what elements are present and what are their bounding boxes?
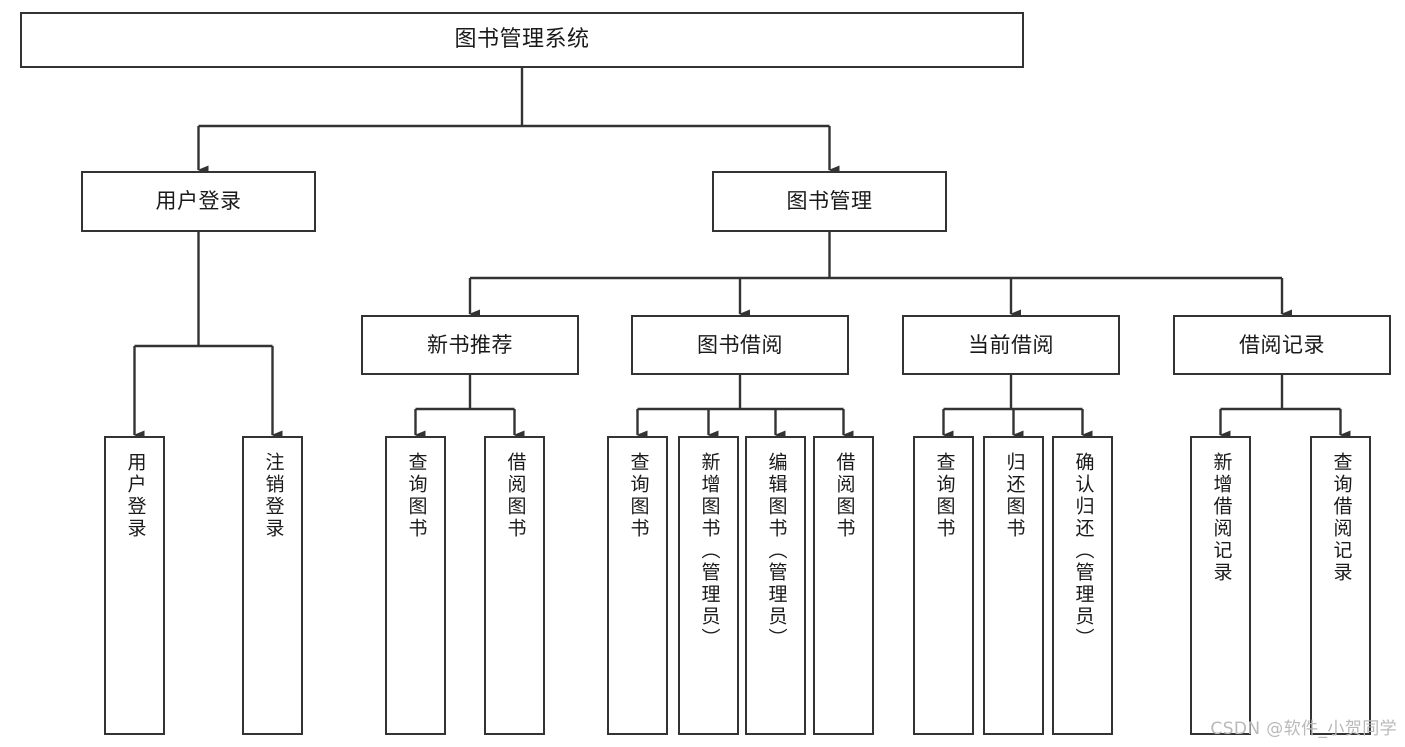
node-leaf-login-2[interactable]: 注销登录 xyxy=(242,436,303,735)
node-label: 新书推荐 xyxy=(427,332,513,357)
node-label: 查询借阅记录 xyxy=(1330,452,1353,584)
node-borrow[interactable]: 图书借阅 xyxy=(631,315,849,375)
node-newbook[interactable]: 新书推荐 xyxy=(361,315,579,375)
node-bookmgmt[interactable]: 图书管理 xyxy=(712,171,947,232)
node-leaf-cur-3[interactable]: 确认归还（管理员） xyxy=(1052,436,1113,735)
node-leaf-cur-1[interactable]: 查询图书 xyxy=(913,436,974,735)
node-label: 归还图书 xyxy=(1003,452,1026,540)
node-label: 图书借阅 xyxy=(697,332,783,357)
node-leaf-bor-2[interactable]: 新增图书（管理员） xyxy=(678,436,739,735)
node-leaf-bor-3[interactable]: 编辑图书（管理员） xyxy=(745,436,806,735)
node-label: 借阅图书 xyxy=(504,452,527,540)
node-leaf-new-1[interactable]: 查询图书 xyxy=(385,436,446,735)
node-leaf-rec-2[interactable]: 查询借阅记录 xyxy=(1310,436,1371,735)
node-leaf-login-1[interactable]: 用户登录 xyxy=(104,436,165,735)
node-label: 借阅图书 xyxy=(833,452,856,540)
node-label: 当前借阅 xyxy=(968,332,1054,357)
node-label: 新增借阅记录 xyxy=(1210,452,1233,584)
node-root[interactable]: 图书管理系统 xyxy=(20,12,1024,68)
node-label: 查询图书 xyxy=(933,452,956,540)
node-leaf-cur-2[interactable]: 归还图书 xyxy=(983,436,1044,735)
node-current[interactable]: 当前借阅 xyxy=(902,315,1120,375)
connector-lines xyxy=(133,68,1351,440)
node-label: 查询图书 xyxy=(405,452,428,540)
node-records[interactable]: 借阅记录 xyxy=(1173,315,1391,375)
node-label: 图书管理系统 xyxy=(454,27,590,53)
node-label: 用户登录 xyxy=(124,452,147,540)
node-label: 查询图书 xyxy=(627,452,650,540)
node-label: 图书管理 xyxy=(786,189,873,214)
node-leaf-new-2[interactable]: 借阅图书 xyxy=(484,436,545,735)
node-label: 用户登录 xyxy=(155,189,242,214)
node-label: 编辑图书（管理员） xyxy=(765,452,788,650)
watermark-label: CSDN @软件_小贺同学 xyxy=(1210,719,1397,739)
node-leaf-rec-1[interactable]: 新增借阅记录 xyxy=(1190,436,1251,735)
node-leaf-bor-4[interactable]: 借阅图书 xyxy=(813,436,874,735)
node-leaf-bor-1[interactable]: 查询图书 xyxy=(607,436,668,735)
node-label: 新增图书（管理员） xyxy=(698,452,721,650)
node-label: 注销登录 xyxy=(262,452,285,540)
node-label: 借阅记录 xyxy=(1239,332,1325,357)
node-label: 确认归还（管理员） xyxy=(1072,452,1095,650)
node-login[interactable]: 用户登录 xyxy=(81,171,316,232)
